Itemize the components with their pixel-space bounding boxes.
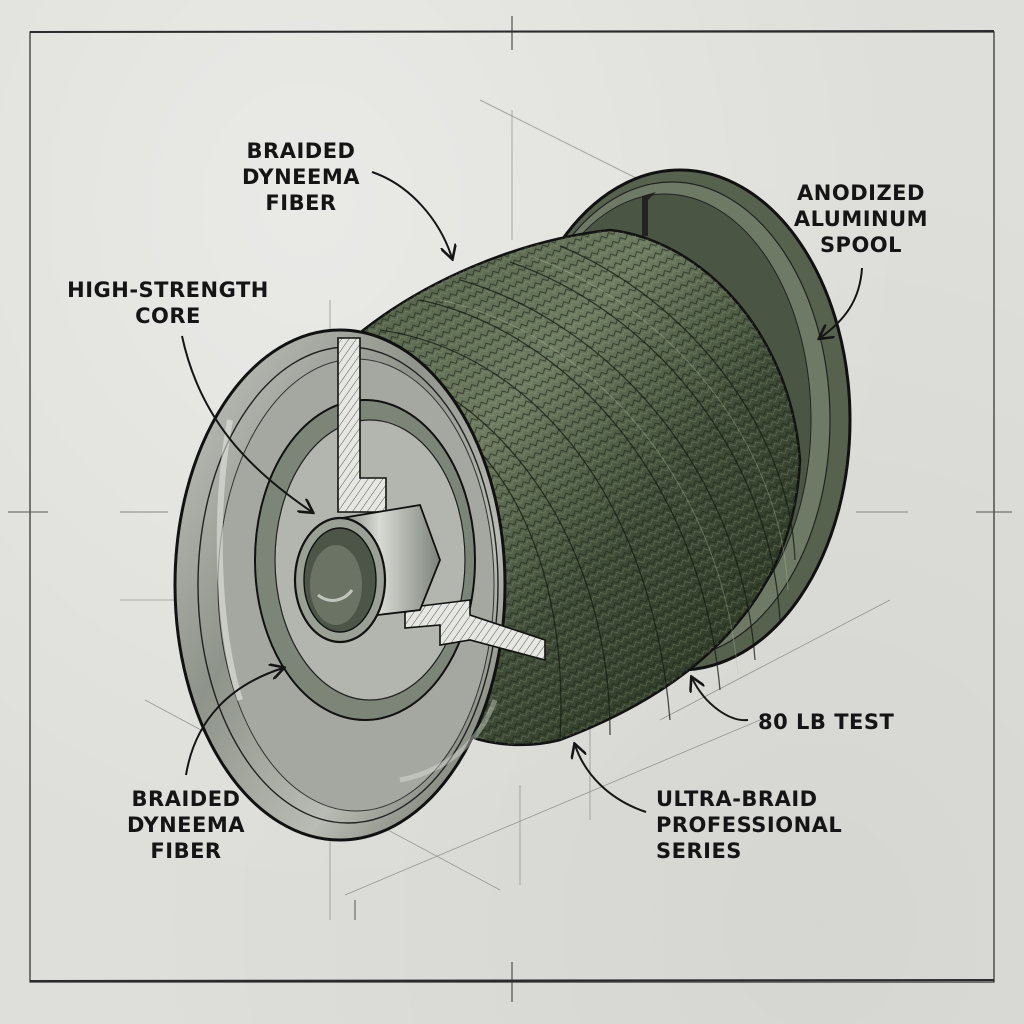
callout-high-strength-core: HIGH-STRENGTH CORE <box>58 277 278 329</box>
section-hatch-vertical <box>337 337 387 513</box>
section-hatch-horizontal <box>404 599 546 662</box>
callout-line: SERIES <box>656 839 742 863</box>
callout-line: FIBER <box>150 839 222 863</box>
callout-line: BRAIDED <box>131 787 241 811</box>
callout-line: DYNEEMA <box>241 165 361 189</box>
callout-line: FIBER <box>265 191 337 215</box>
callout-line: PROFESSIONAL <box>656 813 843 837</box>
callout-line: 80 LB TEST <box>758 710 895 734</box>
callout-anodized-spool: ANODIZED ALUMINUM SPOOL <box>786 180 936 258</box>
drawing-frame <box>8 16 1012 1002</box>
callout-line: SPOOL <box>819 233 903 257</box>
callout-line: ALUMINUM <box>793 207 929 231</box>
callout-line: CORE <box>135 304 201 328</box>
callout-braided-fiber-top: BRAIDED DYNEEMA FIBER <box>236 138 366 216</box>
arrow-anodized-spool <box>820 267 863 338</box>
arrow-series <box>575 745 647 813</box>
arrow-braided-fiber-top <box>371 171 452 258</box>
callout-series-name: ULTRA-BRAID PROFESSIONAL SERIES <box>656 786 842 864</box>
callout-line: ANODIZED <box>797 181 925 205</box>
callout-braided-fiber-bottom: BRAIDED DYNEEMA FIBER <box>118 786 254 864</box>
callout-arrows <box>181 171 863 813</box>
front-flange <box>173 328 546 842</box>
core-hub <box>293 503 441 644</box>
callout-line: HIGH-STRENGTH <box>67 278 269 302</box>
arrow-braided-fiber-bottom <box>185 668 283 776</box>
arrow-high-strength-core <box>181 335 312 512</box>
callout-80lb-test: 80 LB TEST <box>758 709 894 735</box>
callout-line: ULTRA-BRAID <box>656 787 818 811</box>
arrow-80lb-test <box>692 678 749 722</box>
line-clip <box>642 192 656 236</box>
callout-line: DYNEEMA <box>126 813 246 837</box>
callout-line: BRAIDED <box>246 139 356 163</box>
